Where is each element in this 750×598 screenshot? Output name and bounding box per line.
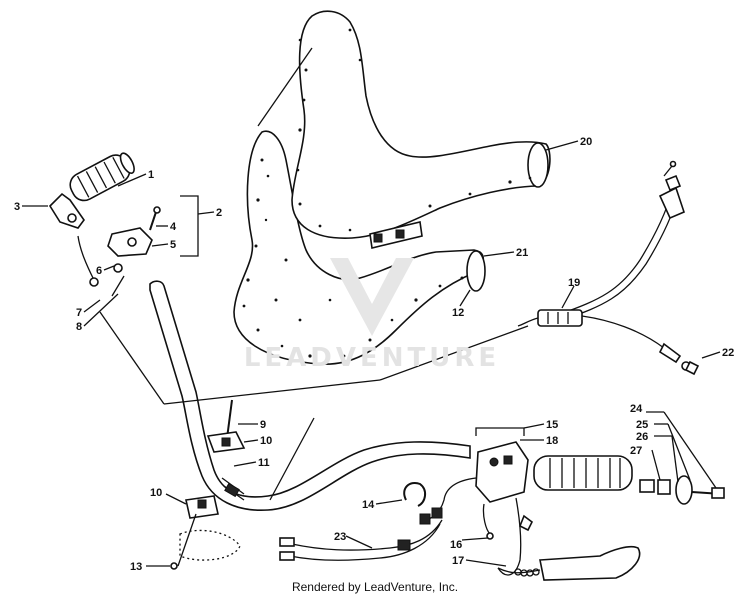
callout-22: 22 [722,347,734,359]
callout-16: 16 [450,539,462,551]
callout-7: 7 [76,307,82,319]
callout-20: 20 [580,136,592,148]
callout-3: 3 [14,201,20,213]
callout-9: 9 [260,419,266,431]
callout-19: 19 [568,277,580,289]
callout-18: 18 [546,435,558,447]
callout-21: 21 [516,247,528,259]
callout-14: 14 [362,499,375,511]
callout-8: 8 [76,321,82,333]
pad-stipple-shading [242,28,532,358]
left-grip-assembly [22,152,215,327]
handlebar-pad-assembly [233,10,579,365]
callout-23: 23 [334,531,346,543]
callout-11: 11 [258,457,270,469]
callout-4: 4 [170,221,177,233]
throttle-cable [517,160,721,376]
callout-2: 2 [216,207,222,219]
watermark-text: LEADVENTURE [244,343,500,373]
callout-15: 15 [546,419,558,431]
handlebar-clamps [146,399,259,570]
callout-26: 26 [636,431,648,443]
callout-6: 6 [96,265,102,277]
callout-5: 5 [170,239,176,251]
callout-labels: 1 2 3 4 5 6 7 8 9 10 10 11 12 13 14 15 1… [14,136,734,573]
callout-25: 25 [636,419,648,431]
callout-10-upper: 10 [260,435,272,447]
callout-24: 24 [630,403,643,415]
right-grip-assembly [279,411,725,581]
watermark: LEADVENTURE [244,258,500,373]
callout-13: 13 [130,561,142,573]
callout-10-lower: 10 [150,487,162,499]
handlebar [99,280,529,511]
footer-credit: Rendered by LeadVenture, Inc. [291,580,459,594]
callout-27: 27 [630,445,642,457]
tether-coil [514,568,540,577]
callout-12: 12 [452,307,464,319]
callout-1: 1 [148,169,154,181]
callout-17: 17 [452,555,464,567]
